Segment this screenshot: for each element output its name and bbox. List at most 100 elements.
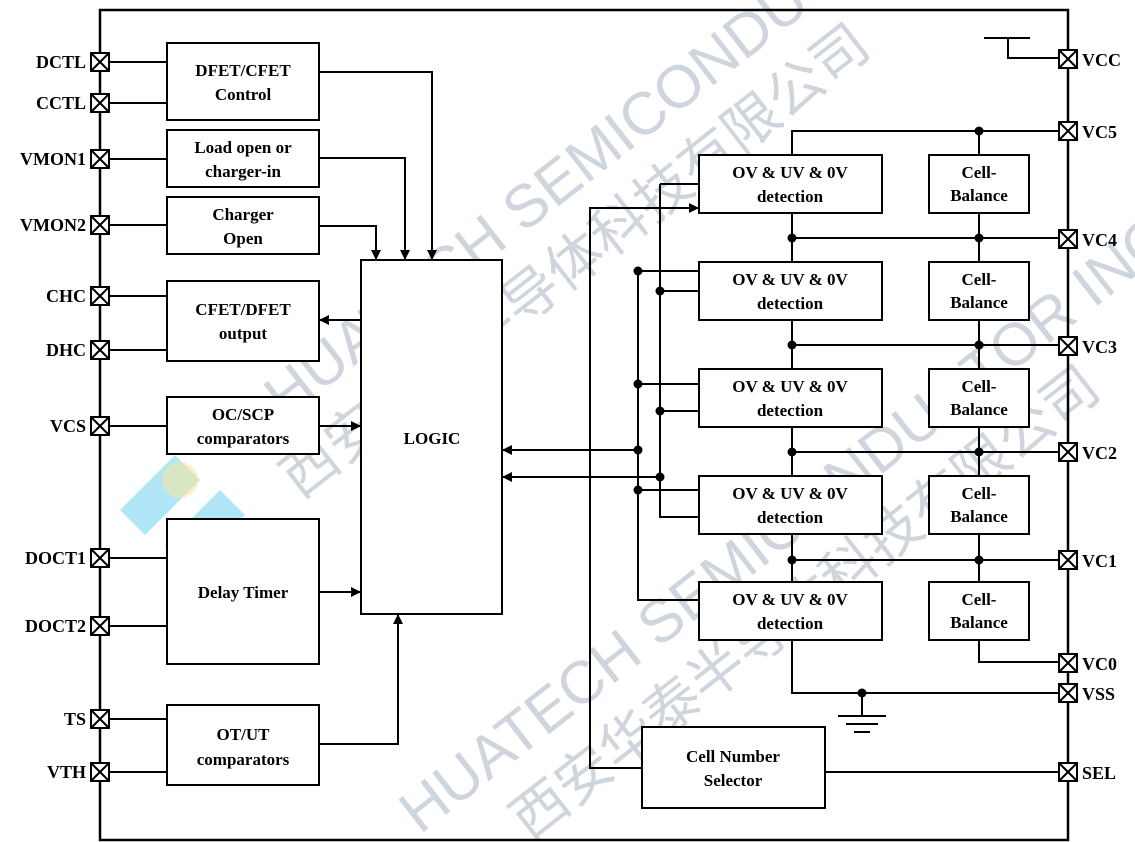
block-ot-ut: OT/UT comparators xyxy=(166,704,320,786)
detection-label-line2: detection xyxy=(757,614,824,633)
junction-dots xyxy=(633,126,984,698)
detection-label-line2: detection xyxy=(757,187,824,206)
block-label-line1: CFET/DFET xyxy=(195,300,291,319)
pin-label-vmon1: VMON1 xyxy=(20,149,86,169)
balance-label-line2: Balance xyxy=(950,293,1008,312)
pin-label-vc1: VC1 xyxy=(1082,551,1117,571)
detection-block: OV & UV & 0V detection xyxy=(698,261,883,321)
block-label-line2: Control xyxy=(215,85,272,104)
block-label-line2: Open xyxy=(223,229,263,248)
pin-vc1: VC1 xyxy=(1058,550,1117,571)
pin-label-cctl: CCTL xyxy=(36,93,86,113)
block-oc-scp: OC/SCP comparators xyxy=(166,396,320,455)
detection-label-line2: detection xyxy=(757,401,824,420)
detection-label-line1: OV & UV & 0V xyxy=(732,484,848,503)
detection-label-line1: OV & UV & 0V xyxy=(732,377,848,396)
balance-block: Cell- Balance xyxy=(928,581,1030,641)
left-pins: DCTL CCTL VMON1 VMON2 CHC DHC xyxy=(20,52,110,782)
block-label-line2: Selector xyxy=(704,771,763,790)
pin-sel: SEL xyxy=(1058,762,1116,783)
block-label-line2: output xyxy=(219,324,268,343)
block-load-open: Load open or charger-in xyxy=(166,129,320,188)
block-label-line1: Charger xyxy=(212,205,274,224)
pin-label-vmon2: VMON2 xyxy=(20,215,86,235)
detection-label-line1: OV & UV & 0V xyxy=(732,590,848,609)
pin-label-dctl: DCTL xyxy=(36,52,86,72)
balance-label-line1: Cell- xyxy=(962,484,997,503)
balance-label-line1: Cell- xyxy=(962,270,997,289)
pin-label-vth: VTH xyxy=(47,762,86,782)
pin-vth: VTH xyxy=(47,762,110,782)
balance-label-line2: Balance xyxy=(950,613,1008,632)
pin-vc2: VC2 xyxy=(1058,442,1117,463)
block-label-line2: comparators xyxy=(197,750,290,769)
pin-label-vc2: VC2 xyxy=(1082,443,1117,463)
pin-label-ts: TS xyxy=(64,709,86,729)
balance-label-line2: Balance xyxy=(950,186,1008,205)
detection-blocks: OV & UV & 0V detection OV & UV & 0V dete… xyxy=(698,154,883,641)
pin-dhc: DHC xyxy=(46,340,110,360)
pin-label-chc: CHC xyxy=(46,286,86,306)
pin-label-vc4: VC4 xyxy=(1082,230,1117,250)
pin-vss: VSS xyxy=(1058,683,1115,704)
block-cfet-dfet-output: CFET/DFET output xyxy=(166,280,320,362)
pin-vmon2: VMON2 xyxy=(20,215,110,235)
balance-block: Cell- Balance xyxy=(928,154,1030,214)
detection-block: OV & UV & 0V detection xyxy=(698,154,883,214)
pin-cctl: CCTL xyxy=(36,93,110,113)
block-label-line1: Load open or xyxy=(194,138,292,157)
block-logic: LOGIC xyxy=(360,259,503,615)
block-label-line1: OT/UT xyxy=(217,725,271,744)
block-label-line2: comparators xyxy=(197,429,290,448)
balance-block: Cell- Balance xyxy=(928,368,1030,428)
balance-label-line1: Cell- xyxy=(962,377,997,396)
right-pins: VCC VC5 VC4 VC3 VC2 VC1 xyxy=(1058,49,1121,783)
block-label-line1: Delay Timer xyxy=(198,583,289,602)
block-label-line1: DFET/CFET xyxy=(195,61,291,80)
balance-label-line2: Balance xyxy=(950,507,1008,526)
pin-vc4: VC4 xyxy=(1058,229,1117,250)
pin-doct1: DOCT1 xyxy=(25,548,110,568)
pin-label-vss: VSS xyxy=(1082,684,1115,704)
pin-ts: TS xyxy=(64,709,110,729)
block-label-line2: charger-in xyxy=(205,162,281,181)
pin-label-doct1: DOCT1 xyxy=(25,548,86,568)
logic-label: LOGIC xyxy=(404,429,461,448)
pin-dctl: DCTL xyxy=(36,52,110,72)
block-delay-timer: Delay Timer xyxy=(166,518,320,665)
detection-label-line1: OV & UV & 0V xyxy=(732,163,848,182)
pin-vc3: VC3 xyxy=(1058,336,1117,357)
pin-label-vcs: VCS xyxy=(50,416,86,436)
pin-label-doct2: DOCT2 xyxy=(25,616,86,636)
pin-chc: CHC xyxy=(46,286,110,306)
block-charger-open: Charger Open xyxy=(166,196,320,255)
block-label-line1: Cell Number xyxy=(686,747,780,766)
balance-blocks: Cell- Balance Cell- Balance Cell- Balanc… xyxy=(928,154,1030,641)
detection-block: OV & UV & 0V detection xyxy=(698,475,883,535)
detection-block: OV & UV & 0V detection xyxy=(698,368,883,428)
pin-vc0: VC0 xyxy=(1058,653,1117,674)
pin-label-vcc: VCC xyxy=(1082,50,1121,70)
ground-icon xyxy=(838,693,886,733)
block-dfet-cfet-control: DFET/CFET Control xyxy=(166,42,320,121)
balance-label-line2: Balance xyxy=(950,400,1008,419)
pin-label-vc3: VC3 xyxy=(1082,337,1117,357)
balance-label-line1: Cell- xyxy=(962,590,997,609)
pin-vcc: VCC xyxy=(1058,49,1121,70)
pin-vmon1: VMON1 xyxy=(20,149,110,169)
pin-label-sel: SEL xyxy=(1082,763,1116,783)
pin-vc5: VC5 xyxy=(1058,121,1117,142)
pin-label-dhc: DHC xyxy=(46,340,86,360)
pin-vcs: VCS xyxy=(50,416,110,436)
detection-label-line2: detection xyxy=(757,294,824,313)
pin-label-vc5: VC5 xyxy=(1082,122,1117,142)
block-label-line1: OC/SCP xyxy=(212,405,274,424)
balance-block: Cell- Balance xyxy=(928,261,1030,321)
pin-doct2: DOCT2 xyxy=(25,616,110,636)
detection-label-line1: OV & UV & 0V xyxy=(732,270,848,289)
block-cell-number-selector: Cell Number Selector xyxy=(641,726,826,809)
balance-block: Cell- Balance xyxy=(928,475,1030,535)
detection-block: OV & UV & 0V detection xyxy=(698,581,883,641)
balance-label-line1: Cell- xyxy=(962,163,997,182)
